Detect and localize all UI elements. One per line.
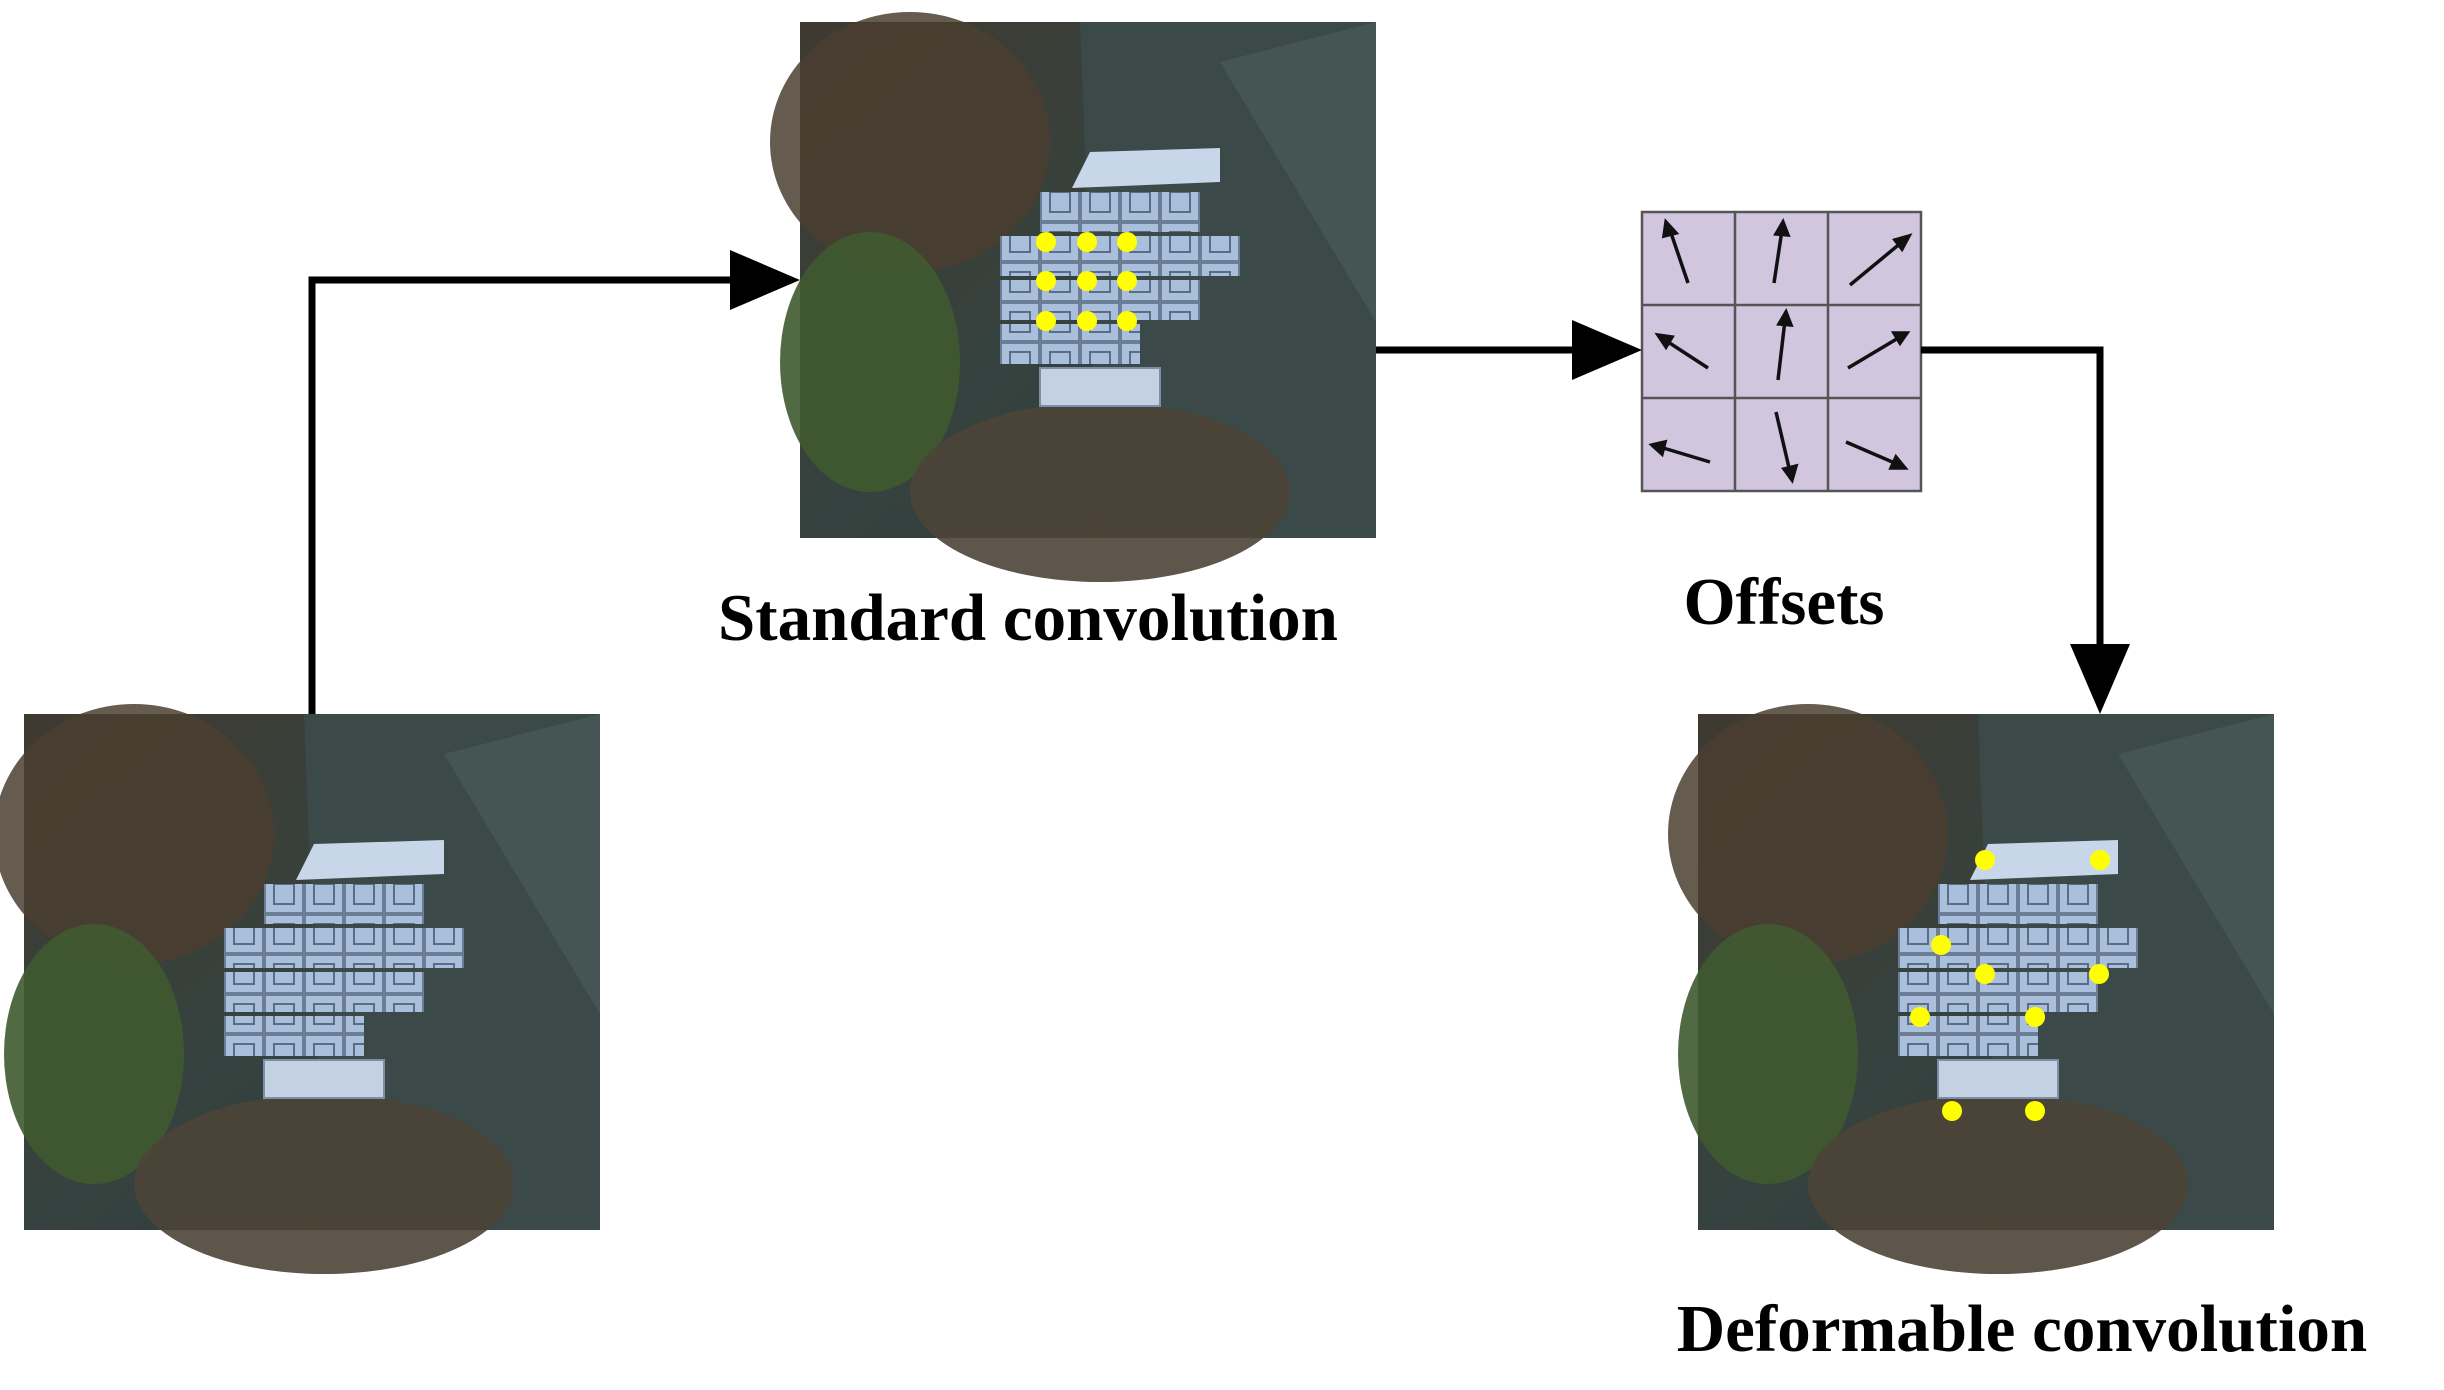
- offset-arrow-up-right-icon: [1848, 240, 1904, 287]
- sample-point: [1036, 311, 1056, 331]
- sample-point: [2025, 1101, 2045, 1121]
- sample-point: [1036, 232, 1056, 252]
- offsets-grid: [1640, 210, 1923, 493]
- offset-arrow-up-left-icon: [1664, 338, 1709, 370]
- sample-point: [2089, 964, 2109, 984]
- sample-point: [2025, 1007, 2045, 1027]
- standard-sampling-points: [1036, 232, 1137, 331]
- offset-arrow-up-icon: [1772, 229, 1784, 284]
- deformable-convolution-image: [1667, 703, 2275, 1275]
- offset-arrow-up-right-icon: [1847, 335, 1901, 370]
- offset-arrow-down-icon: [1774, 411, 1792, 473]
- offset-arrow-left-icon: [1659, 445, 1711, 464]
- sample-point: [1077, 311, 1097, 331]
- input-to-standard-arrow: [308, 276, 740, 714]
- arrowhead-icon: [2070, 644, 2130, 714]
- arrowhead-icon: [1572, 320, 1642, 380]
- offset-arrow-up-icon: [1776, 319, 1787, 381]
- arrowhead-icon: [730, 250, 800, 310]
- offset-arrow-down-right-icon: [1845, 440, 1898, 466]
- offset-arrows: [1648, 217, 1913, 484]
- sample-point: [1117, 271, 1137, 291]
- sample-point: [1975, 850, 1995, 870]
- flow-arrows: [308, 250, 2130, 714]
- offsets-to-deformable-arrow: [1921, 346, 2104, 650]
- sample-point: [1117, 311, 1137, 331]
- sample-point: [1942, 1101, 1962, 1121]
- sample-point: [1910, 1007, 1930, 1027]
- deformable-sampling-points: [1910, 850, 2110, 1121]
- sample-point: [1931, 935, 1951, 955]
- sample-point: [1036, 271, 1056, 291]
- sample-point: [1975, 964, 1995, 984]
- standard-convolution-label: Standard convolution: [718, 581, 1338, 655]
- sample-point: [2090, 850, 2110, 870]
- deformable-convolution-label: Deformable convolution: [1677, 1292, 2367, 1366]
- sample-point: [1077, 232, 1097, 252]
- sample-point: [1117, 232, 1137, 252]
- sample-point: [1077, 271, 1097, 291]
- standard-convolution-image: [769, 11, 1377, 583]
- offsets-label: Offsets: [1684, 565, 1885, 639]
- input-image: [0, 703, 601, 1275]
- offset-arrow-up-left-icon: [1668, 229, 1690, 284]
